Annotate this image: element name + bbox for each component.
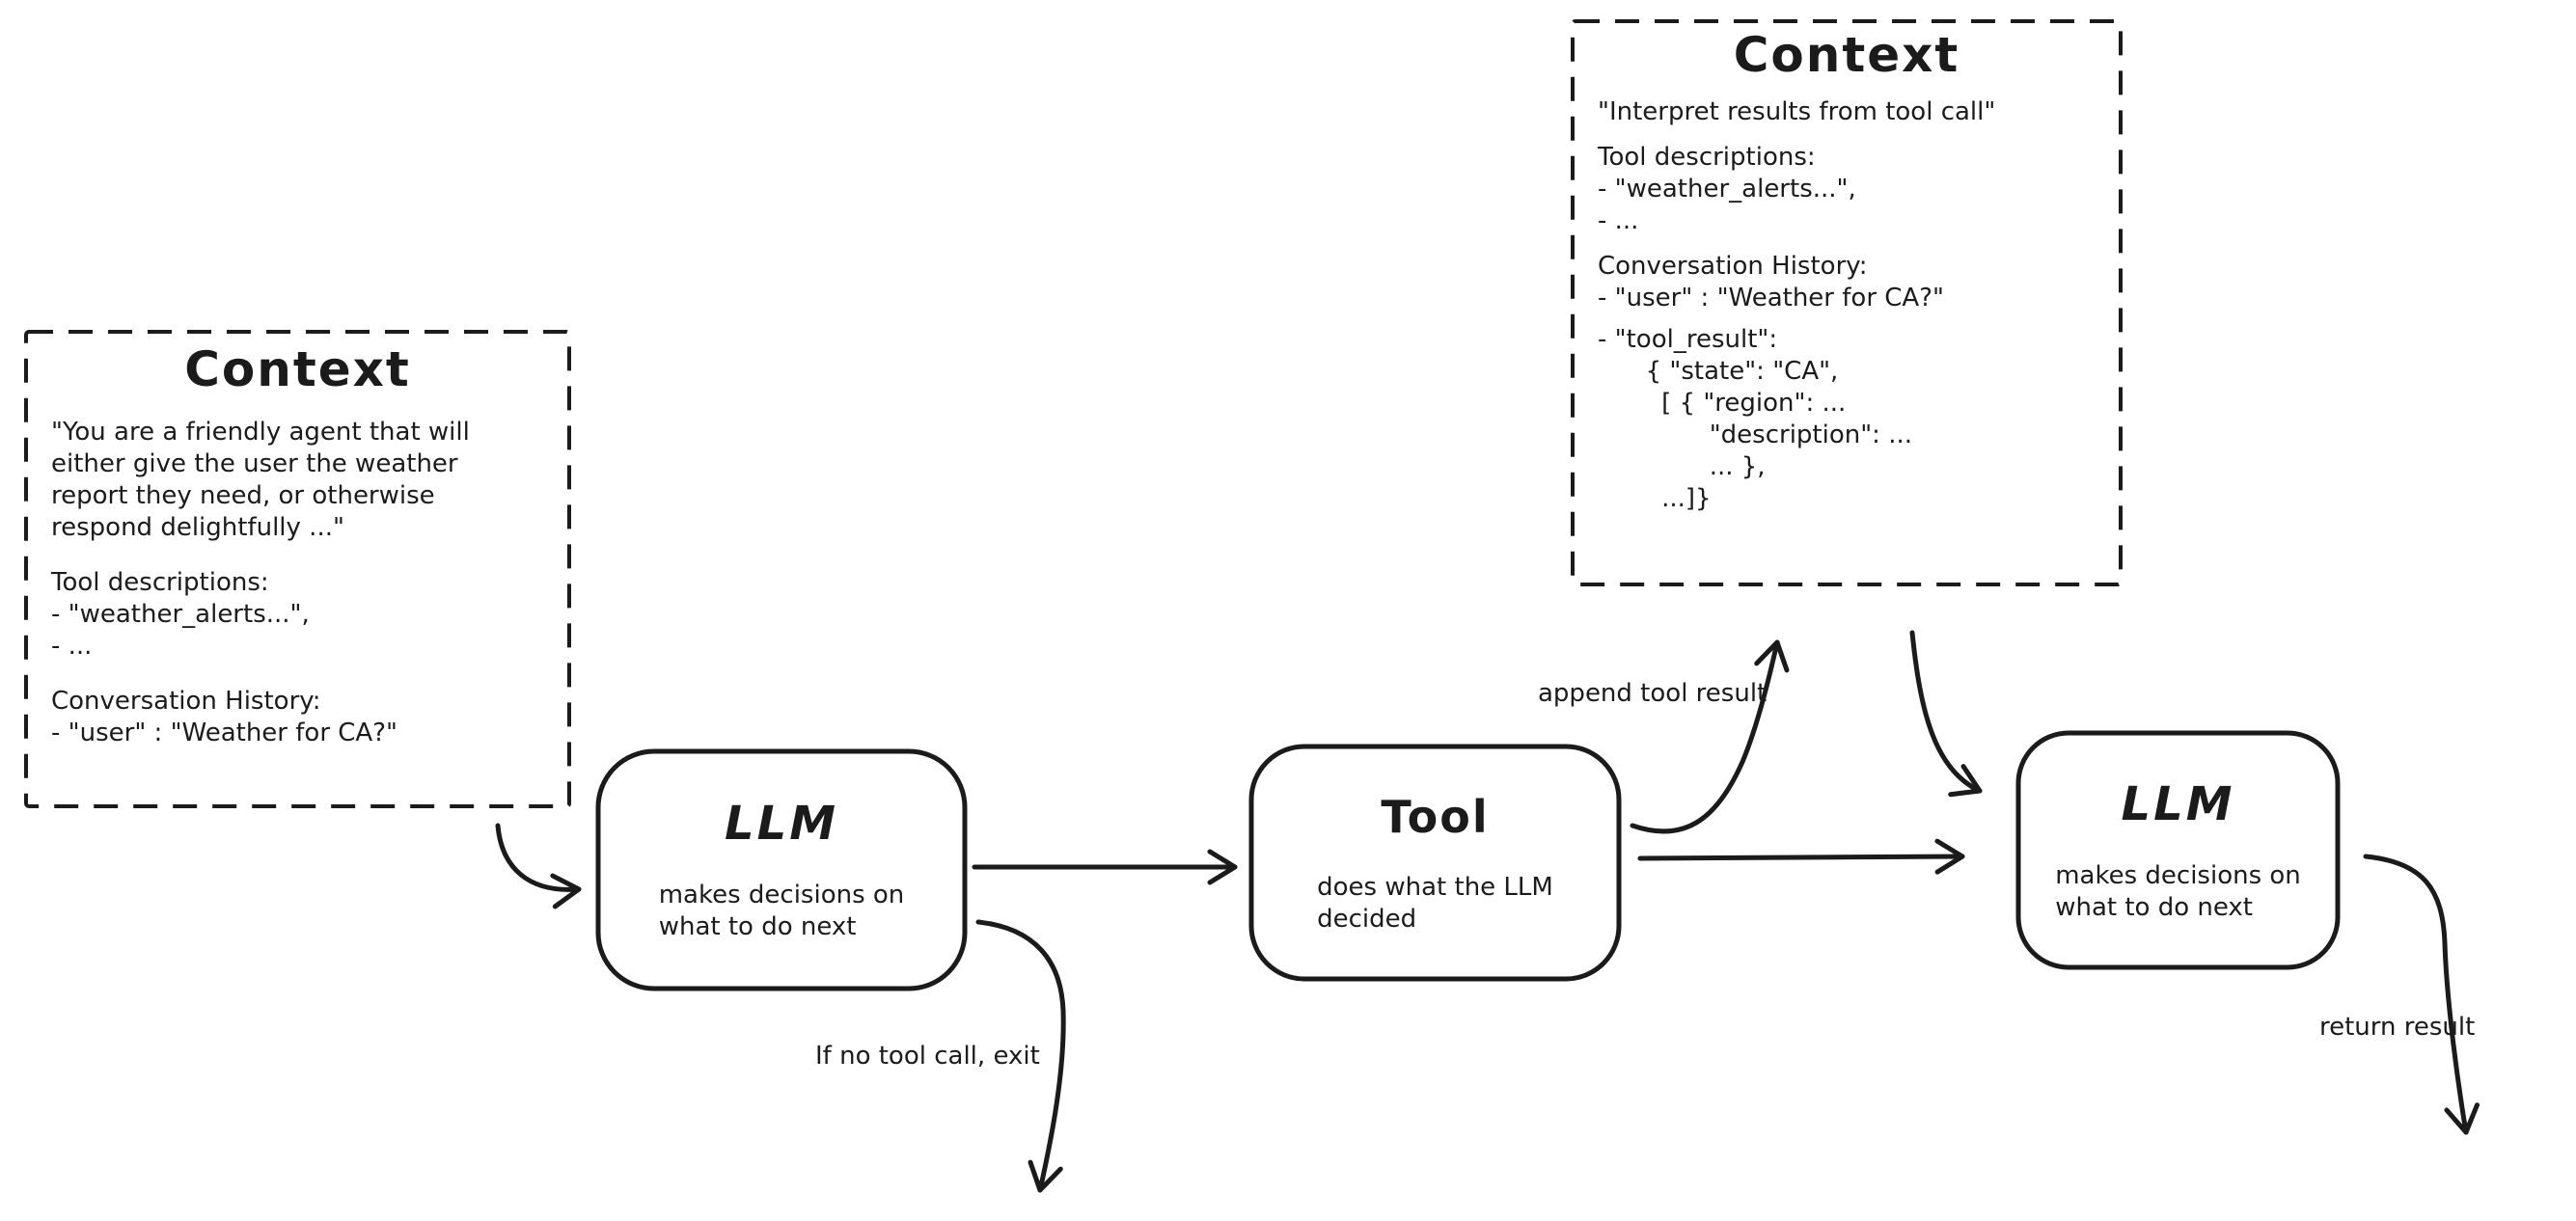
tool-node-desc-line: decided <box>1317 904 1417 934</box>
tool-result-json-line: "description": ... <box>1598 421 1913 449</box>
arrow-tool-to-llm2 <box>1637 838 1965 875</box>
system-prompt-line: "Interpret results from tool call" <box>1598 97 1996 126</box>
llm-node-1-desc-line: makes decisions on <box>658 881 905 909</box>
system-prompt-line: respond delightfully ..." <box>51 513 344 542</box>
tool-descriptions-item: - "weather_alerts...", <box>51 600 310 629</box>
context-left-title: Context <box>184 341 411 397</box>
context-right-box: Context "Interpret results from tool cal… <box>1571 19 2123 586</box>
tool-result-json-line: ... }, <box>1598 452 1766 481</box>
llm-node-2-title: LLM <box>2121 776 2235 831</box>
conversation-history-header: Conversation History: <box>1598 252 1868 281</box>
arrow-context-right-to-llm2 <box>1909 630 1983 798</box>
tool-result-line: - "tool_result": <box>1598 325 1778 354</box>
tool-descriptions-item: - "weather_alerts...", <box>1598 175 1856 204</box>
tool-node-desc-line: does what the LLM <box>1317 872 1553 902</box>
edge-label-return-result: return result <box>2319 1013 2476 1042</box>
llm1-border <box>595 748 968 991</box>
llm-node-1: LLM makes decisions on what to do next <box>596 749 967 990</box>
context-left-body: "You are a friendly agent that will eith… <box>51 417 544 749</box>
arrow-llm2-return <box>2363 854 2480 1135</box>
context-right-title: Context <box>1733 27 1960 83</box>
tool-border <box>1248 744 1622 982</box>
edge-label-no-tool-call-exit: If no tool call, exit <box>815 1042 1040 1071</box>
context-left-border <box>24 330 571 808</box>
tool-node-title: Tool <box>1381 790 1490 843</box>
llm-node-2-description: makes decisions on what to do next <box>2055 860 2301 924</box>
tool-descriptions-item: - ... <box>1598 206 1639 235</box>
llm-node-1-description: makes decisions on what to do next <box>659 880 905 943</box>
llm-node-2-desc-line: what to do next <box>2055 892 2253 922</box>
tool-descriptions-header: Tool descriptions: <box>51 568 269 597</box>
tool-result-json-line: [ { "region": ... <box>1598 389 1847 418</box>
edge-label-append-tool-result: append tool result <box>1538 679 1768 708</box>
arrow-tool-to-context-right <box>1630 639 1790 834</box>
llm-node-2-desc-line: makes decisions on <box>2055 860 2301 890</box>
llm-node-1-desc-line: what to do next <box>658 912 857 941</box>
conversation-history-item: - "user" : "Weather for CA?" <box>1598 284 1944 312</box>
system-prompt-line: "You are a friendly agent that will <box>51 418 470 447</box>
conversation-history-header: Conversation History: <box>51 687 321 716</box>
tool-node-description: does what the LLM decided <box>1317 872 1553 936</box>
tool-result-json-line: { "state": "CA", <box>1598 357 1839 386</box>
tool-node: Tool does what the LLM decided <box>1249 745 1621 981</box>
arrow-context-left-to-llm1 <box>495 823 582 909</box>
llm-node-2: LLM makes decisions on what to do next <box>2016 731 2340 969</box>
tool-descriptions-header: Tool descriptions: <box>1598 143 1816 172</box>
tool-result-json-line: ...]} <box>1598 484 1712 513</box>
system-prompt-line: report they need, or otherwise <box>51 481 435 510</box>
tool-descriptions-item: - ... <box>51 632 93 661</box>
arrow-llm1-exit <box>975 919 1066 1193</box>
llm2-border <box>2015 730 2341 970</box>
context-left-box: Context "You are a friendly agent that w… <box>24 330 571 808</box>
llm-node-1-title: LLM <box>725 797 838 851</box>
conversation-history-item: - "user" : "Weather for CA?" <box>51 719 397 747</box>
system-prompt-line: either give the user the weather <box>51 449 458 478</box>
context-right-body: "Interpret results from tool call" Tool … <box>1598 96 2096 515</box>
